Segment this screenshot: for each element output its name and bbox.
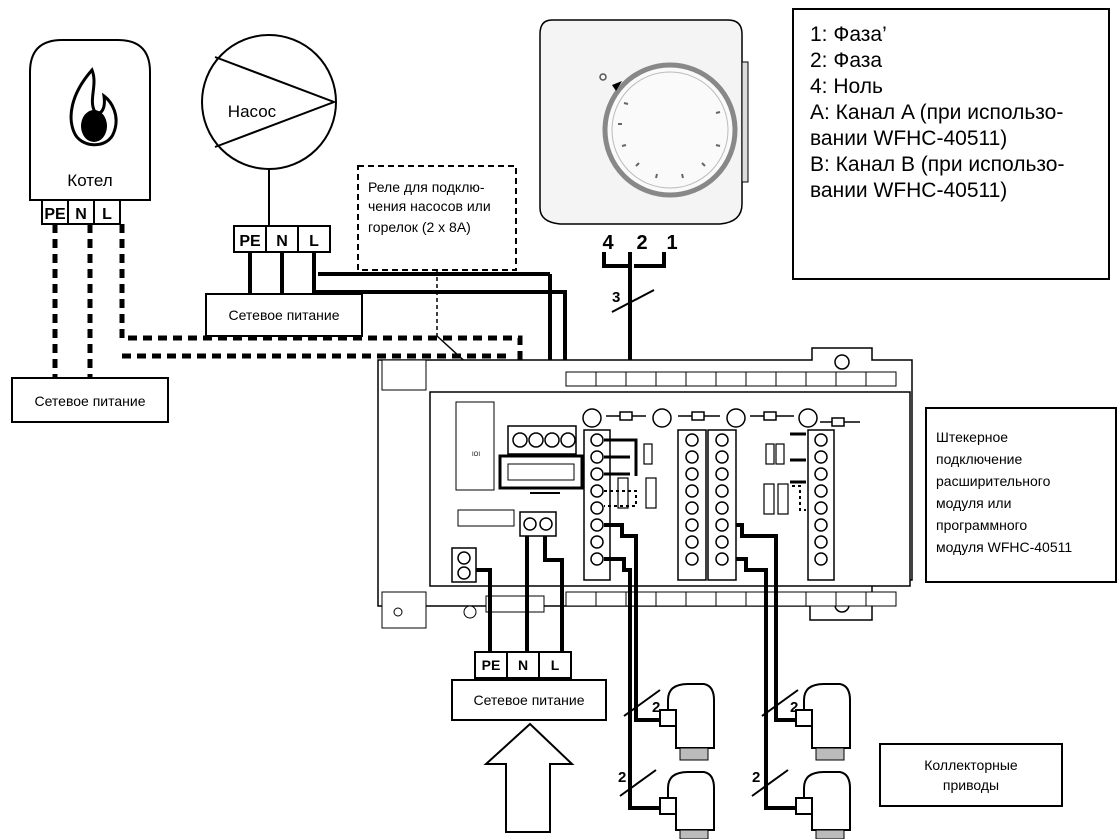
- terminal-strip-3: [807, 429, 835, 581]
- actuators-note-box: [879, 743, 1063, 807]
- pump-label: Насос: [228, 102, 277, 121]
- pump-terminal-n: N: [276, 233, 288, 250]
- main-terminal-l: L: [551, 657, 560, 673]
- main-supply-wires: [476, 536, 564, 652]
- pump-power-supply: [205, 293, 363, 337]
- thermostat-dial: [602, 62, 738, 198]
- legend-line-5: вании WFHC-40511): [810, 127, 1008, 150]
- boiler-terminal-pe: PE: [44, 206, 66, 223]
- boiler-power-supply-label: Сетевое питание: [35, 393, 146, 409]
- relay-note-line-2: чения насосов или: [368, 198, 491, 214]
- main-terminal-n: N: [518, 657, 528, 673]
- power-input-arrow-icon: [483, 722, 575, 833]
- legend-box: 1: Фаза’ 2: Фаза 4: Ноль A: Канал A (при…: [792, 8, 1110, 280]
- boiler-terminal-n: N: [75, 206, 87, 223]
- boiler-terminal-l: L: [102, 206, 112, 223]
- terminal-strip-2: [677, 429, 737, 581]
- relay-note-line-1: Реле для подклю-: [368, 179, 485, 195]
- plug-note-line-4: модуля или: [936, 495, 1011, 511]
- flame-icon: [69, 67, 118, 147]
- boiler-label: Котел: [67, 171, 112, 190]
- plug-note-line-3: расширительного: [936, 473, 1051, 489]
- thermostat: 4 2 1: [539, 19, 749, 254]
- actuator-3-cable-count: 2: [790, 699, 798, 716]
- actuator-1-cable-count: 2: [652, 699, 660, 716]
- thermostat-terminal-4: 4: [602, 232, 614, 254]
- main-power-supply: [451, 679, 607, 721]
- legend-line-2: 2: Фаза: [810, 49, 883, 72]
- thermostat-terminal-2: 2: [636, 232, 647, 254]
- terminal-strip-1: [583, 429, 611, 581]
- pump-power-supply-label: Сетевое питание: [229, 307, 340, 323]
- plug-note-line-6: модуля WFHC-40511: [936, 539, 1072, 555]
- plug-note-box: [925, 407, 1117, 583]
- pump: Насос PE N L: [201, 34, 337, 253]
- main-terminal-pe: PE: [482, 657, 501, 673]
- relay-terminals: [507, 425, 577, 455]
- pump-terminal-l: L: [309, 233, 319, 250]
- actuator-4-cable-count: 2: [752, 769, 760, 786]
- plug-note-line-5: программного: [936, 517, 1027, 533]
- main-power-supply-label: Сетевое питание: [474, 692, 585, 708]
- actuators-note-line-1: Коллекторные: [924, 757, 1018, 773]
- thermostat-terminal-1: 1: [666, 232, 677, 254]
- legend-line-3: 4: Ноль: [810, 75, 883, 98]
- legend-line-1: 1: Фаза’: [810, 23, 887, 46]
- pump-triangle-icon: [214, 56, 337, 148]
- dial-pointer-icon: [612, 81, 622, 91]
- boiler-power-supply: [11, 377, 169, 423]
- relay-note-line-3: горелок (2 x 8A): [368, 219, 471, 235]
- actuators-note-line-2: приводы: [943, 777, 999, 793]
- relay-note-box: [357, 165, 517, 271]
- thermostat-cable-count: 3: [612, 289, 620, 306]
- legend-line-6: B: Канал B (при использо-: [810, 153, 1065, 176]
- controller-unit: IOI: [377, 347, 913, 629]
- boiler: Котел PE N L: [29, 39, 151, 225]
- actuator-2-cable-count: 2: [618, 769, 626, 786]
- legend-line-4: A: Канал A (при использо-: [810, 101, 1064, 124]
- legend-line-7: вании WFHC-40511): [810, 179, 1008, 202]
- actuator-icon: [795, 683, 851, 761]
- actuator-icon: [659, 771, 715, 839]
- pump-terminal-pe: PE: [239, 233, 261, 250]
- plug-note-line-1: Штекерное: [936, 429, 1008, 445]
- thermostat-wires: [602, 252, 666, 432]
- actuator-icon: [795, 771, 851, 839]
- actuator-wires: [604, 523, 798, 810]
- plug-note-line-2: подключение: [936, 451, 1023, 467]
- actuator-icon: [659, 683, 715, 761]
- svg-text:IOI: IOI: [472, 452, 480, 458]
